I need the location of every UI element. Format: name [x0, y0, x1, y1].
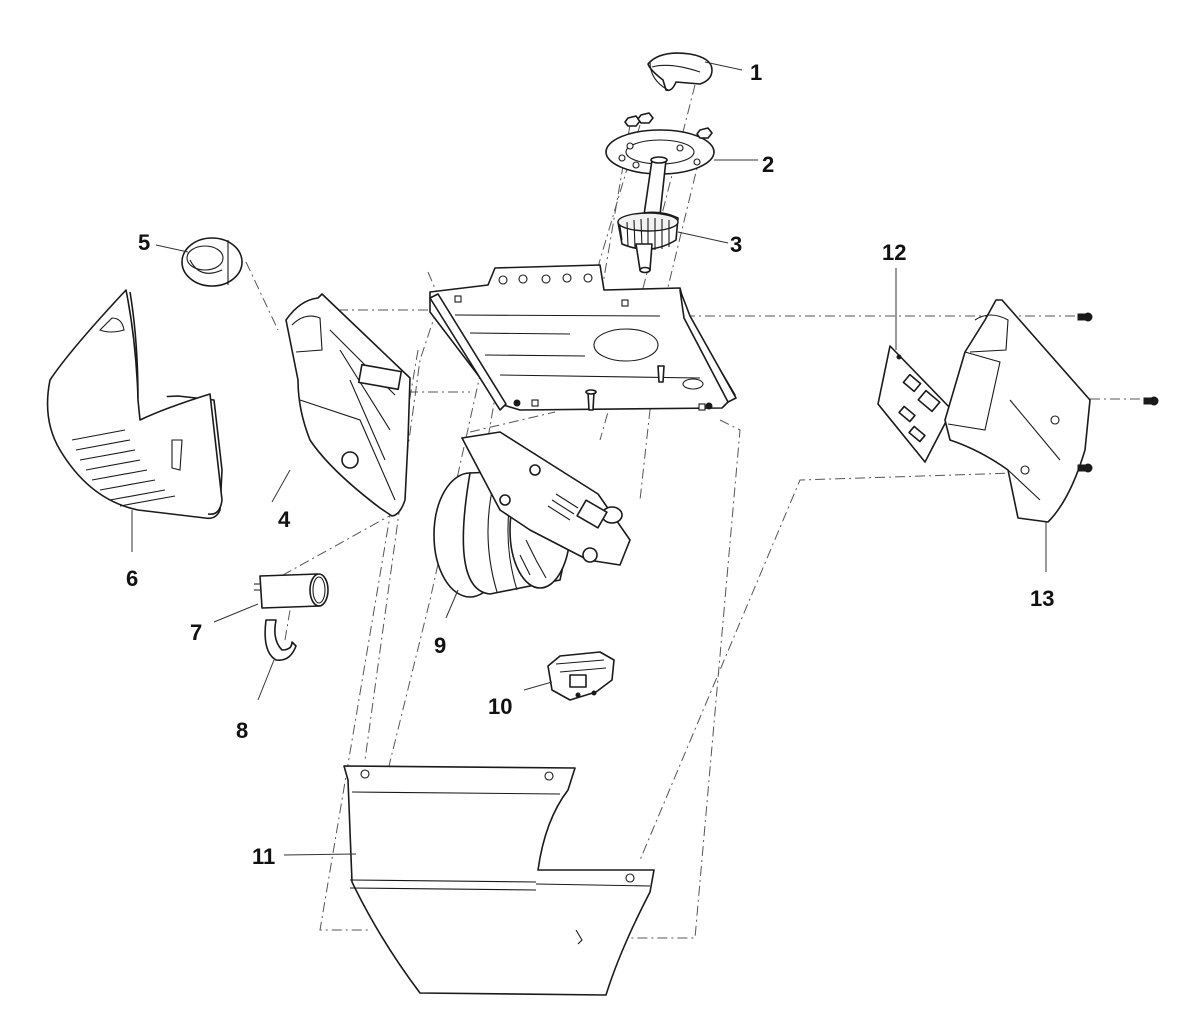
part-9-motor	[433, 431, 631, 598]
chassis-frame	[429, 264, 737, 411]
callout-4: 4	[278, 507, 291, 532]
part-6-lens-cover	[46, 289, 223, 520]
part-11-chassis-cover	[343, 765, 655, 996]
part-3-gear-shaft	[617, 156, 679, 274]
screw-icon	[1077, 463, 1093, 473]
callout-9: 9	[434, 633, 446, 658]
part-10-limit-switch	[547, 651, 615, 701]
part-13-right-panel	[944, 299, 1159, 523]
callout-6: 6	[126, 566, 138, 591]
part-2-flange	[605, 112, 715, 175]
screw-icon	[1077, 312, 1093, 322]
part-12-circuit-board	[877, 345, 953, 463]
callout-1: 1	[750, 60, 762, 85]
callout-7: 7	[190, 620, 202, 645]
part-4-left-panel	[285, 293, 411, 517]
part-1-cap	[647, 52, 713, 92]
callout-8: 8	[236, 718, 248, 743]
leader-lines	[131, 61, 1047, 856]
callout-13: 13	[1030, 586, 1054, 611]
callout-5: 5	[138, 230, 150, 255]
part-5-lamp-socket	[181, 237, 243, 287]
screw-icon	[1143, 396, 1159, 406]
callout-11: 11	[252, 844, 275, 869]
callout-labels: 1 2 3 4 5 6 7 8 9 10 11 12 13	[126, 60, 1054, 869]
callout-12: 12	[882, 240, 906, 265]
part-7-capacitor	[254, 573, 329, 609]
callout-3: 3	[730, 232, 742, 257]
callout-2: 2	[762, 152, 774, 177]
part-8-strap	[264, 619, 297, 662]
callout-10: 10	[488, 694, 512, 719]
